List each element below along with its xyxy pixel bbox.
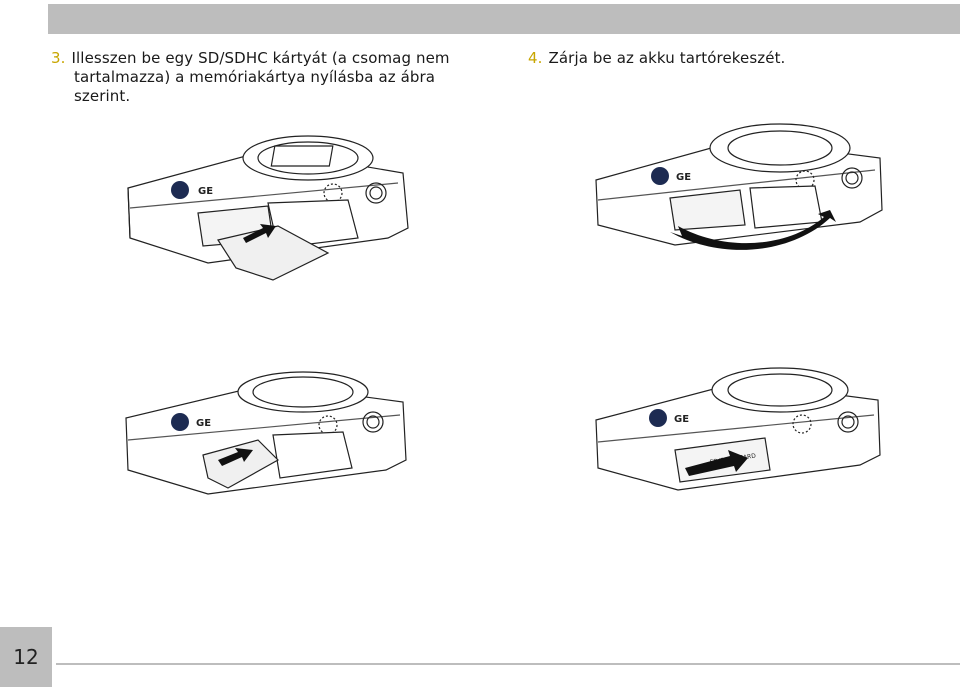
camera-illustration: GE: [127, 135, 409, 281]
figure-card-insert-start: GE: [118, 128, 418, 293]
page-number-tab: 12: [0, 627, 52, 687]
step-4-instruction: 4. Zárja be az akku tartórekeszét.: [528, 49, 948, 68]
figure-close-door: GE: [590, 110, 890, 270]
camera-illustration: GE: [595, 123, 883, 250]
ge-logo-icon: [171, 181, 189, 199]
figure-door-locked: GE SD/SDHC CARD: [590, 360, 890, 495]
ge-logo-icon: [651, 167, 669, 185]
header-bar: [48, 4, 960, 34]
step-number: 3.: [51, 49, 66, 67]
ge-logo-icon: [649, 409, 667, 427]
step-3-instruction: 3. Illesszen be egy SD/SDHC kártyát (a cs…: [51, 49, 471, 106]
sd-card: [202, 439, 279, 489]
step-text: Zárja be az akku tartórekeszét.: [548, 49, 786, 67]
camera-illustration: GE SD/SDHC CARD: [595, 367, 881, 491]
brand-text: GE: [196, 418, 211, 429]
footer-divider: [56, 663, 960, 665]
brand-text: GE: [198, 186, 213, 197]
step-text-line2: tartalmazza) a memóriakártya nyílásba az…: [74, 68, 436, 105]
brand-text: GE: [676, 172, 691, 183]
brand-text: GE: [674, 414, 689, 425]
page-number: 12: [13, 645, 39, 669]
curved-arrow-icon: [670, 210, 836, 250]
arrow-right-icon: [685, 450, 748, 476]
arrow-right-icon: [243, 224, 276, 243]
figure-card-inserted: GE: [118, 370, 418, 505]
step-text-line1: Illesszen be egy SD/SDHC kártyát (a csom…: [71, 49, 450, 67]
ge-logo-icon: [171, 413, 189, 431]
step-number: 4.: [528, 49, 543, 67]
camera-illustration: GE: [125, 371, 407, 495]
arrow-right-icon: [218, 448, 253, 466]
